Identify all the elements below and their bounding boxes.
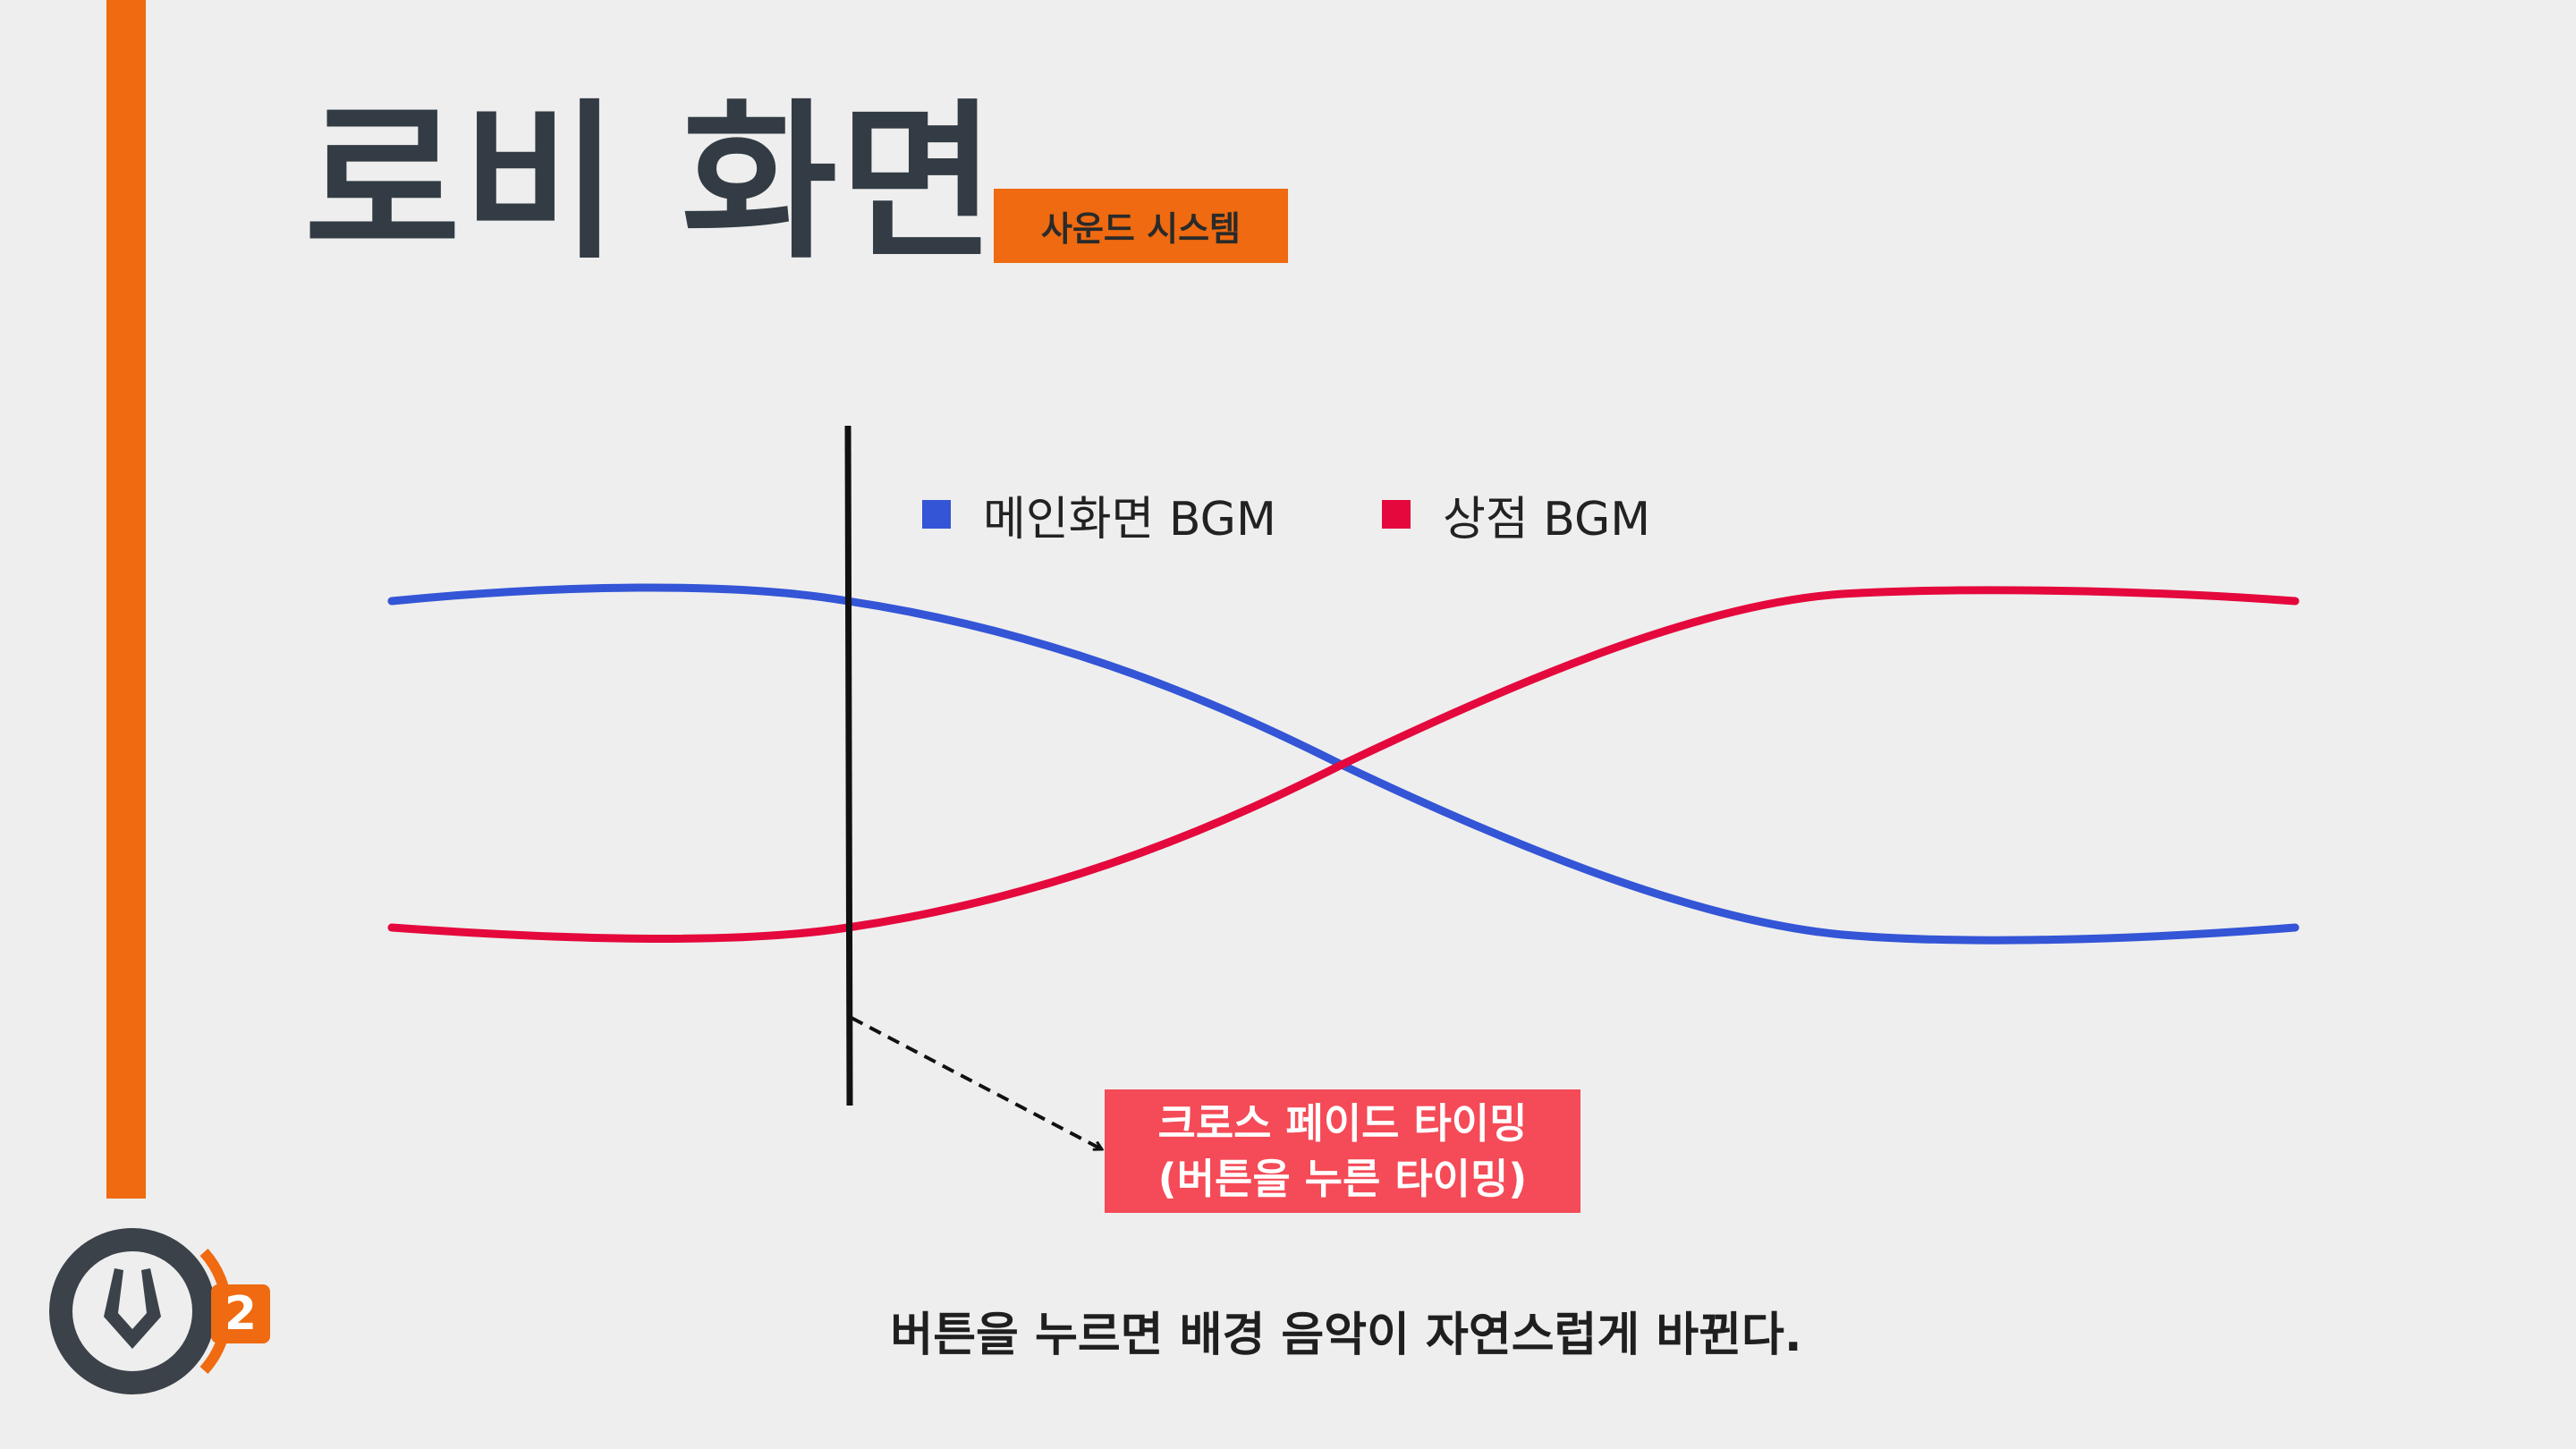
- section-badge: 사운드 시스템: [994, 189, 1288, 263]
- overwatch-2-logo-icon: 2: [49, 1228, 270, 1394]
- callout-arrow: [851, 1016, 1102, 1151]
- callout-line-2: (버튼을 누른 타이밍): [1157, 1155, 1528, 1203]
- crossfade-callout: 크로스 페이드 타이밍 (버튼을 누른 타이밍): [1105, 1089, 1580, 1213]
- legend-item-main-bgm: 메인화면 BGM: [922, 483, 1276, 547]
- accent-bar: [106, 0, 146, 1199]
- legend-label-main-bgm: 메인화면 BGM: [983, 492, 1276, 547]
- legend-swatch-blue: [922, 500, 951, 529]
- page-title: 로비 화면: [304, 84, 998, 282]
- legend-item-shop-bgm: 상점 BGM: [1382, 483, 1651, 547]
- slide-caption: 버튼을 누르면 배경 음악이 자연스럽게 바뀐다.: [890, 1309, 1802, 1362]
- legend-label-shop-bgm: 상점 BGM: [1443, 492, 1651, 547]
- shop-bgm-curve: [387, 586, 2300, 944]
- callout-line-1: 크로스 페이드 타이밍: [1157, 1098, 1528, 1148]
- crossfade-marker-line: [844, 425, 853, 1106]
- logo-badge-text: 2: [225, 1287, 257, 1341]
- legend-swatch-red: [1382, 500, 1411, 529]
